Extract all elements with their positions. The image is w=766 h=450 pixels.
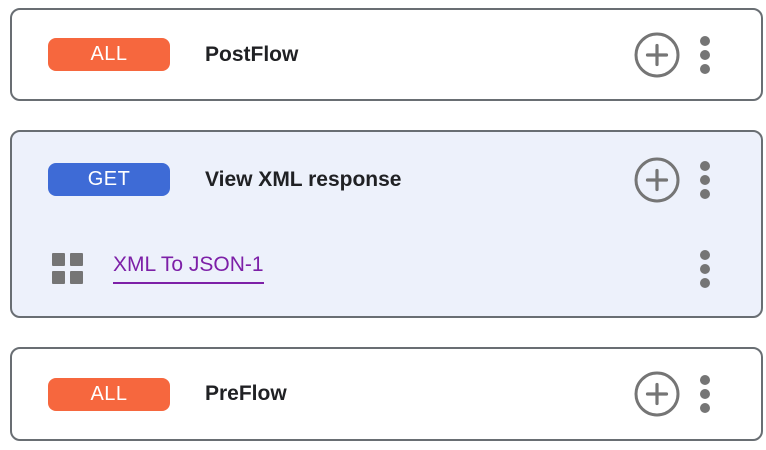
flow-name: PreFlow — [205, 382, 287, 405]
add-policy-button[interactable] — [633, 156, 681, 204]
plus-circle-icon — [633, 156, 681, 204]
flow-row: ALL PreFlow — [12, 349, 761, 439]
method-badge: ALL — [48, 377, 170, 411]
flow-row: GET View XML response — [12, 155, 761, 204]
kebab-menu-icon — [699, 374, 711, 414]
add-policy-button[interactable] — [633, 370, 681, 418]
policy-row: XML To JSON-1 — [12, 244, 761, 293]
flow-menu-button[interactable] — [699, 374, 711, 414]
plus-circle-icon — [633, 31, 681, 79]
flow-menu-button[interactable] — [699, 160, 711, 200]
flow-card-preflow[interactable]: ALL PreFlow — [10, 347, 763, 441]
flow-card-view-xml-response[interactable]: GET View XML response — [10, 130, 763, 318]
flow-menu-button[interactable] — [699, 35, 711, 75]
method-badge: ALL — [48, 38, 170, 71]
kebab-menu-icon — [699, 249, 711, 289]
kebab-menu-icon — [699, 35, 711, 75]
flow-name: View XML response — [205, 167, 402, 191]
policy-menu-button[interactable] — [699, 249, 711, 289]
plus-circle-icon — [633, 370, 681, 418]
kebab-menu-icon — [699, 160, 711, 200]
policy-link[interactable]: XML To JSON-1 — [113, 253, 264, 284]
flow-card-postflow[interactable]: ALL PostFlow — [10, 8, 763, 101]
grid-squares-icon — [52, 253, 83, 284]
add-policy-button[interactable] — [633, 31, 681, 79]
flow-name: PostFlow — [205, 42, 299, 66]
flow-row: ALL PostFlow — [12, 10, 761, 99]
method-badge: GET — [48, 163, 170, 196]
